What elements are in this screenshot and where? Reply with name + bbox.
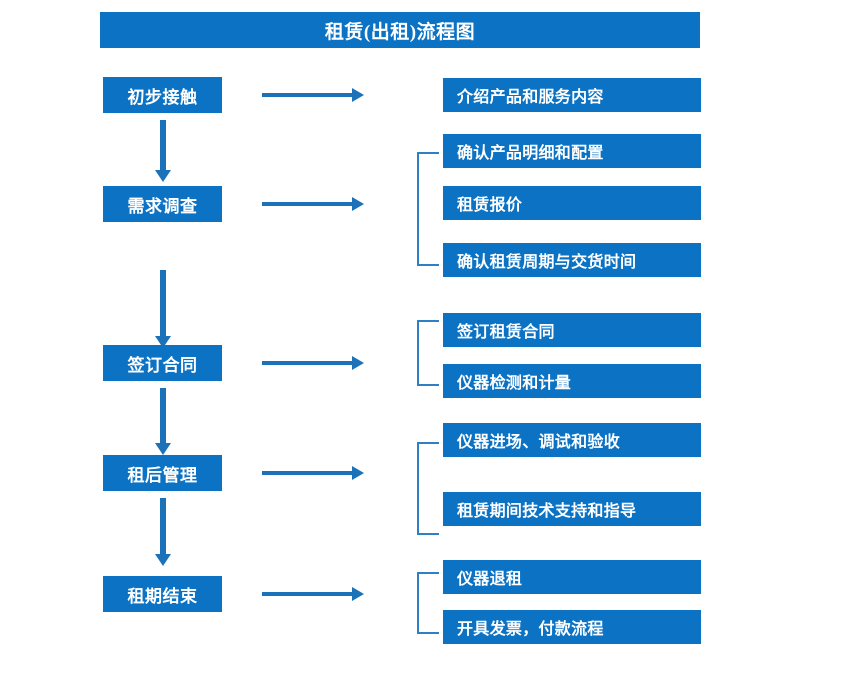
arrow-right-stage-5 bbox=[262, 587, 364, 601]
group-bracket-3 bbox=[417, 320, 439, 386]
arrow-head bbox=[352, 88, 364, 102]
detail-box-5-1[interactable]: 仪器退租 bbox=[443, 560, 701, 594]
detail-box-4-1[interactable]: 仪器进场、调试和验收 bbox=[443, 423, 701, 457]
detail-box-2-3[interactable]: 确认租赁周期与交货时间 bbox=[443, 243, 701, 277]
detail-box-5-2[interactable]: 开具发票，付款流程 bbox=[443, 610, 701, 644]
arrow-head bbox=[352, 466, 364, 480]
stage-box-2[interactable]: 需求调查 bbox=[103, 186, 222, 222]
arrow-shaft bbox=[160, 498, 166, 554]
arrow-head bbox=[352, 197, 364, 211]
arrow-shaft bbox=[160, 270, 166, 336]
arrow-head bbox=[155, 170, 171, 182]
group-bracket-2 bbox=[417, 152, 439, 266]
group-bracket-5 bbox=[417, 572, 439, 634]
arrow-head bbox=[155, 443, 171, 455]
stage-box-1[interactable]: 初步接触 bbox=[103, 77, 222, 113]
detail-box-3-1[interactable]: 签订租赁合同 bbox=[443, 313, 701, 347]
arrow-head bbox=[352, 587, 364, 601]
arrow-shaft bbox=[160, 120, 166, 170]
arrow-right-stage-1 bbox=[262, 88, 364, 102]
arrow-shaft bbox=[262, 361, 352, 365]
arrow-down-1-to-2 bbox=[155, 120, 171, 182]
detail-box-2-2[interactable]: 租赁报价 bbox=[443, 186, 701, 220]
detail-box-2-1[interactable]: 确认产品明细和配置 bbox=[443, 134, 701, 168]
arrow-down-3-to-4 bbox=[155, 388, 171, 455]
stage-box-5[interactable]: 租期结束 bbox=[103, 576, 222, 612]
stage-box-4[interactable]: 租后管理 bbox=[103, 455, 222, 491]
arrow-right-stage-3 bbox=[262, 356, 364, 370]
arrow-shaft bbox=[262, 202, 352, 206]
diagram-title: 租赁(出租)流程图 bbox=[100, 12, 700, 48]
group-bracket-4 bbox=[417, 442, 439, 535]
arrow-shaft bbox=[262, 93, 352, 97]
detail-box-1-1[interactable]: 介绍产品和服务内容 bbox=[443, 78, 701, 112]
arrow-shaft bbox=[262, 592, 352, 596]
detail-box-3-2[interactable]: 仪器检测和计量 bbox=[443, 364, 701, 398]
arrow-shaft bbox=[160, 388, 166, 443]
arrow-head bbox=[155, 554, 171, 566]
arrow-down-4-to-5 bbox=[155, 498, 171, 566]
arrow-shaft bbox=[262, 471, 352, 475]
stage-box-3[interactable]: 签订合同 bbox=[103, 345, 222, 381]
arrow-down-2-to-3 bbox=[155, 270, 171, 348]
arrow-head bbox=[352, 356, 364, 370]
arrow-right-stage-2 bbox=[262, 197, 364, 211]
detail-box-4-2[interactable]: 租赁期间技术支持和指导 bbox=[443, 492, 701, 526]
arrow-right-stage-4 bbox=[262, 466, 364, 480]
